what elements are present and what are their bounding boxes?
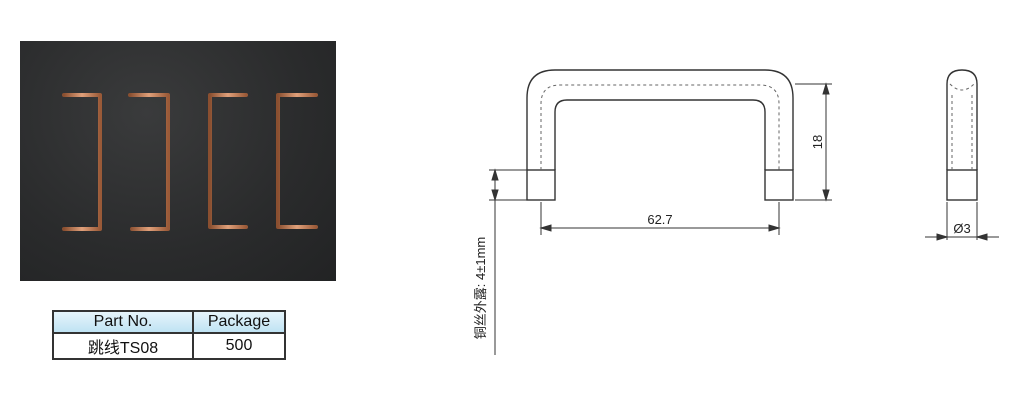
exposed-wire-dimension: 铜丝外露: 4±1mm [473,237,488,339]
table-row: 跳线TS08 500 [52,332,286,360]
copper-jumpers-image [62,93,318,231]
jumper-wire-4 [276,93,318,229]
header-part-no: Part No. [52,310,194,334]
jumper-wire-1 [62,93,102,231]
side-view-end [946,169,978,201]
cell-part-no: 跳线TS08 [52,332,194,360]
jumper-wire-3 [208,93,248,229]
diameter-dimension: Ø3 [953,221,970,236]
table-header-row: Part No. Package [52,310,286,334]
side-view-outline [946,69,978,170]
width-dimension: 62.7 [647,212,672,227]
product-photo [20,41,336,281]
height-dimension: 18 [810,135,825,149]
right-exposed-end [764,169,794,201]
cell-package: 500 [192,332,286,360]
wire-centerline [540,84,780,170]
jumper-wire-2 [128,93,170,231]
jumper-outline-inner [554,99,766,170]
jumper-outline-outer [526,69,794,170]
header-package: Package [192,310,286,334]
part-table: Part No. Package 跳线TS08 500 [52,310,286,360]
left-exposed-end [526,169,556,201]
